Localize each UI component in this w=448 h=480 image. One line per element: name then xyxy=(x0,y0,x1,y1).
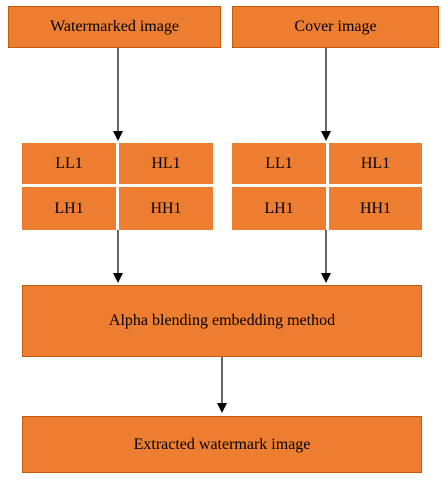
arrow-watermarked-to-left-grid xyxy=(113,48,123,141)
left-grid-hl1: HL1 xyxy=(119,143,213,184)
right-grid-ll1-label: LL1 xyxy=(265,154,293,172)
right-grid-ll1: LL1 xyxy=(232,143,326,184)
alpha-blending-label: Alpha blending embedding method xyxy=(108,312,336,329)
alpha-blending-box: Alpha blending embedding method xyxy=(22,285,422,357)
right-grid-lh1-label: LH1 xyxy=(264,199,294,217)
arrow-right-grid-to-alpha xyxy=(321,230,331,283)
left-grid-ll1: LL1 xyxy=(22,143,116,184)
watermarked-image-label: Watermarked image xyxy=(50,18,179,35)
left-grid-hh1: HH1 xyxy=(119,187,213,230)
arrow-cover-to-right-grid xyxy=(321,48,331,141)
cover-image-label: Cover image xyxy=(294,18,377,35)
left-grid-ll1-label: LL1 xyxy=(55,154,83,172)
left-grid-lh1-label: LH1 xyxy=(54,199,84,217)
right-grid-lh1: LH1 xyxy=(232,187,326,230)
right-grid-hh1: HH1 xyxy=(329,187,422,230)
left-grid-hh1-label: HH1 xyxy=(150,199,182,217)
cover-image-box: Cover image xyxy=(232,6,439,48)
left-grid-lh1: LH1 xyxy=(22,187,116,230)
watermarked-image-box: Watermarked image xyxy=(8,6,221,48)
right-grid-hl1-label: HL1 xyxy=(360,154,391,172)
extracted-watermark-box: Extracted watermark image xyxy=(22,416,422,473)
arrow-left-grid-to-alpha xyxy=(113,230,123,283)
extracted-watermark-label: Extracted watermark image xyxy=(133,435,311,453)
arrow-alpha-to-extracted xyxy=(217,357,227,413)
right-grid-hl1: HL1 xyxy=(329,143,422,184)
right-grid-hh1-label: HH1 xyxy=(359,199,392,217)
left-grid-hl1-label: HL1 xyxy=(151,154,181,172)
